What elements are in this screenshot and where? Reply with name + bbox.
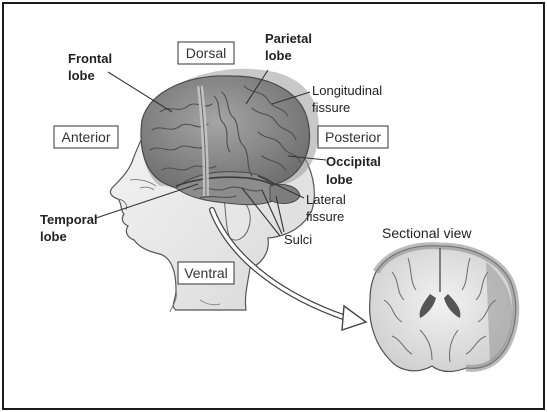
direction-box-ventral: Ventral bbox=[177, 261, 235, 285]
label-longitudinal-fissure-line2: fissure bbox=[312, 100, 350, 115]
sectional-view-image bbox=[369, 242, 520, 373]
direction-box-anterior: Anterior bbox=[53, 125, 119, 149]
svg-text:Ventral: Ventral bbox=[184, 265, 228, 281]
brain-lateral bbox=[140, 68, 319, 206]
svg-text:Dorsal: Dorsal bbox=[186, 45, 226, 61]
label-occipital-lobe-line1: Occipital bbox=[326, 154, 381, 169]
label-sulci: Sulci bbox=[284, 232, 312, 247]
label-parietal-lobe-line1: Parietal bbox=[265, 31, 312, 46]
label-occipital-lobe-line2: lobe bbox=[326, 172, 353, 187]
label-frontal-lobe-line2: lobe bbox=[68, 68, 95, 83]
label-lateral-fissure-line1: Lateral bbox=[306, 192, 346, 207]
label-parietal-lobe-line2: lobe bbox=[265, 48, 292, 63]
label-frontal-lobe-line1: Frontal bbox=[68, 51, 112, 66]
svg-text:Anterior: Anterior bbox=[61, 129, 110, 145]
direction-box-posterior: Posterior bbox=[317, 125, 389, 149]
label-longitudinal-fissure-line1: Longitudinal bbox=[312, 83, 382, 98]
label-temporal-lobe-line1: Temporal bbox=[40, 212, 98, 227]
label-sectional-view: Sectional view bbox=[382, 225, 472, 241]
leader-lines bbox=[95, 69, 327, 237]
label-temporal-lobe-line2: lobe bbox=[40, 229, 67, 244]
label-lateral-fissure-line2: fissure bbox=[306, 209, 344, 224]
svg-text:Posterior: Posterior bbox=[325, 129, 381, 145]
direction-box-dorsal: Dorsal bbox=[177, 41, 235, 65]
arrow-to-section bbox=[209, 207, 368, 331]
